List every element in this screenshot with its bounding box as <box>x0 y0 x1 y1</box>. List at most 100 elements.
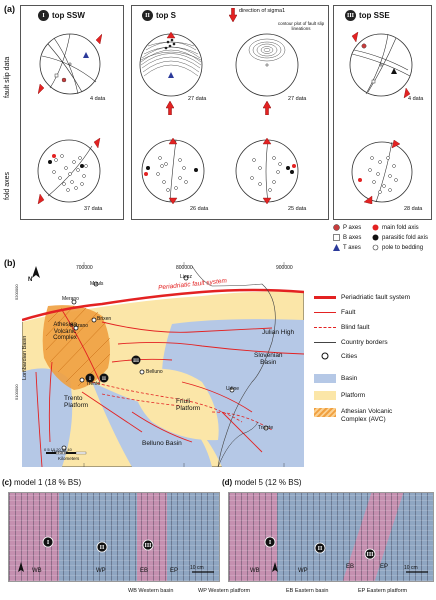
column-3-box <box>333 5 432 220</box>
parasitic-fold-axis-icon <box>372 234 379 241</box>
model-1-markers: I II III <box>18 536 214 573</box>
map-city-trento: Trento <box>86 381 101 387</box>
model-1-region-wp: WP <box>96 568 106 574</box>
bottom-legend-wb: WB Western basin <box>128 588 174 594</box>
svg-text:II: II <box>318 546 323 552</box>
column-1-header: I top SSW <box>38 10 85 21</box>
legend-main-fold: main fold axis <box>372 224 419 231</box>
column-1-title: top SSW <box>52 11 85 20</box>
p-axes-symbol-icon <box>333 224 340 231</box>
basin-swatch-icon <box>314 374 336 383</box>
red-arrow-icon <box>229 8 237 22</box>
count-c2-fault-a: 27 data <box>188 96 207 102</box>
map-city-trieste: Trieste <box>258 425 274 431</box>
legend-periadriatic: Periadriatic fault system <box>314 294 410 301</box>
panel-d-caption: (d) model 5 (12 % BS) <box>222 478 302 487</box>
model-5-region-ep: EP <box>380 564 389 570</box>
stereonet-c2-fold-a <box>141 138 205 204</box>
c2-bottom-arrow <box>165 100 175 120</box>
map-lombardian-label: Lombardian Basin <box>22 335 28 380</box>
map-city-bolzano: Bolzano <box>70 323 89 329</box>
legend-fault: Fault <box>314 309 355 316</box>
map-julian-label: Julian High <box>262 329 295 336</box>
map-city-verona: Verona <box>52 450 68 456</box>
city-symbol-icon <box>314 352 336 360</box>
bottom-legend-wp: WP Western platform <box>198 588 251 594</box>
model-5-region-wb: WB <box>250 568 260 574</box>
legend-pole-bedding: pole to bedding <box>372 244 423 251</box>
svg-text:I: I <box>89 377 91 382</box>
map-belluno-basin-label: Belluno Basin <box>142 440 182 447</box>
pole-bedding-icon <box>372 244 379 251</box>
bottom-legend-ep: EP Eastern platform <box>358 588 408 594</box>
legend-borders: Country borders <box>314 339 388 346</box>
sigma-note: direction of sigma1 <box>229 8 319 22</box>
svg-text:III: III <box>144 543 152 549</box>
model-5-markers: I II III <box>264 536 428 573</box>
map-coord-top-2: 800000 <box>176 265 193 271</box>
count-c2-fault-b: 27 data <box>288 96 307 102</box>
stereonet-c2-fold-b <box>235 138 299 204</box>
model-1-region-ep: EP <box>170 568 179 574</box>
legend-t-axes: T axes <box>333 244 361 251</box>
svg-text:II: II <box>100 545 105 551</box>
map-city-belluno: Belluno <box>146 369 163 375</box>
model-1-region-wb: WB <box>32 568 42 574</box>
svg-text:I: I <box>47 540 50 546</box>
stereonet-c2-fault-a <box>139 32 203 97</box>
periadriatic-line-icon <box>314 296 336 299</box>
roman-numeral-2: II <box>142 10 153 21</box>
map-city-merano: Merano <box>62 296 79 302</box>
border-line-icon <box>314 342 336 343</box>
legend-basin: Basin <box>314 374 357 383</box>
map-coord-top-1: 700000 <box>76 265 93 271</box>
b-axes-symbol-icon <box>333 234 340 241</box>
map-friuli-label: Friuli Platform <box>176 398 201 413</box>
legend-b-axes: B axes <box>333 234 361 241</box>
column-1-box <box>20 5 124 220</box>
stereonet-c1-fault <box>38 33 102 95</box>
model-1-photo <box>8 492 220 582</box>
map-north-label: N <box>28 277 33 283</box>
map-city-mauls: Mauls <box>90 281 104 287</box>
map-coord-left-1: 5200000 <box>14 284 19 300</box>
stereonet-c3-fault <box>349 32 413 98</box>
platform-swatch-icon <box>314 391 336 400</box>
c2-bottom-arrow-b <box>262 100 272 120</box>
column-3-header: III top SSE <box>345 10 390 21</box>
model-5-region-eb: EB <box>346 564 355 570</box>
svg-text:I: I <box>269 540 272 546</box>
roman-numeral-3: III <box>345 10 356 21</box>
main-fold-axis-icon <box>372 224 379 231</box>
model-1-region-eb: EB <box>140 568 149 574</box>
map-coord-left-2: 5100000 <box>14 384 19 400</box>
map-scale-ticks: 0 5 10 20 30 40 <box>44 447 72 452</box>
column-2-header: II top S <box>142 10 176 21</box>
bottom-legend-eb: EB Eastern basin <box>286 588 329 594</box>
map-scale-label: Kilometers <box>58 456 80 461</box>
panel-b-label: (b) <box>4 258 16 268</box>
map-trento-label: Trento Platform <box>64 395 89 410</box>
contour-note: contour plot of fault slip lineations <box>277 21 325 32</box>
map-coord-top-3: 900000 <box>276 265 293 271</box>
svg-text:III: III <box>133 359 139 364</box>
map-city-udine: Udine <box>226 386 240 392</box>
red-arrow-icon <box>262 100 272 116</box>
column-3-title: top SSE <box>359 11 390 20</box>
map-city-lienz: Lienz <box>180 274 192 280</box>
panel-c-caption: (c) model 1 (18 % BS) <box>2 478 82 487</box>
legend-p-axes: P axes <box>333 224 361 231</box>
model-5-photo <box>228 492 434 582</box>
legend-avc: Athesian Volcanic Complex (AVC) <box>314 408 392 424</box>
red-arrow-icon <box>165 100 175 116</box>
avc-hatch-swatch-icon <box>314 408 336 417</box>
stereonet-c1-fold <box>37 138 101 204</box>
blind-fault-line-icon <box>314 327 336 328</box>
model-5-scale: 10 cm <box>404 565 418 571</box>
stereonet-c3-fold <box>351 140 413 204</box>
map-athesian-label: Athesian Volcanic Complex <box>53 322 77 342</box>
fault-line-icon <box>314 311 336 314</box>
legend-blind-fault: Blind fault <box>314 324 370 331</box>
column-2-title: top S <box>156 11 176 20</box>
row-label-fault: fault slip data <box>4 56 11 98</box>
